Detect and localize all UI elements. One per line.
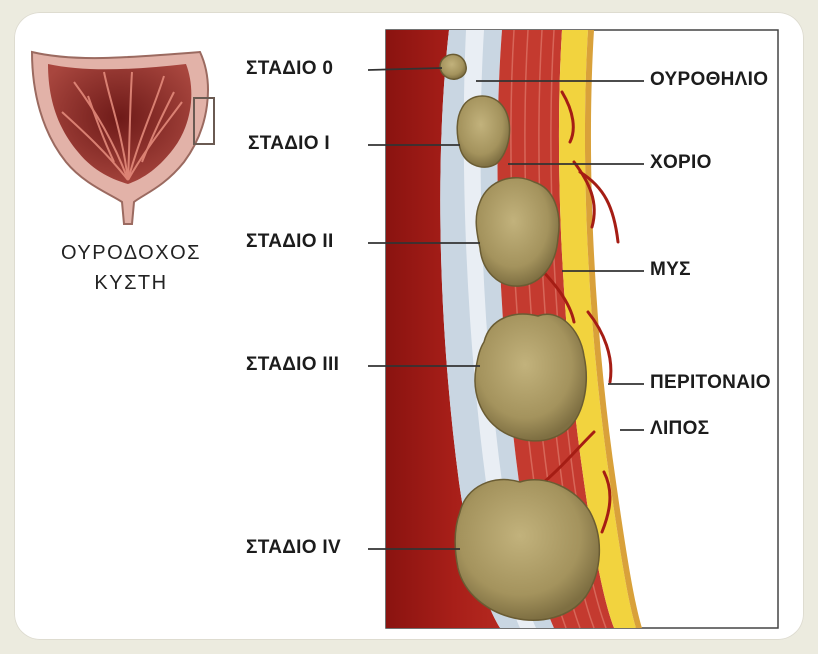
layer-lamina-label: ΧΟΡΙΟ (650, 152, 712, 174)
stage-1-label: ΣΤΑΔΙΟ Ι (248, 133, 330, 155)
bladder-title-line2: ΚΥΣΤΗ (36, 268, 226, 298)
stage-4-label: ΣΤΑΔΙΟ ΙV (246, 537, 341, 559)
layer-fat-label: ΛΙΠΟΣ (650, 418, 709, 440)
diagram-card: ΟΥΡΟΔΟΧΟΣ ΚΥΣΤΗ ΣΤΑΔΙΟ 0 ΣΤΑΔΙΟ Ι ΣΤΑΔΙΟ… (14, 12, 804, 640)
stage-2-label: ΣΤΑΔΙΟ ΙΙ (246, 231, 334, 253)
layer-muscle-label: ΜΥΣ (650, 259, 691, 281)
tumor-stage-2 (476, 178, 559, 286)
bladder-title-line1: ΟΥΡΟΔΟΧΟΣ (36, 238, 226, 268)
diagram-graphics (14, 12, 804, 640)
stage-0-label: ΣΤΑΔΙΟ 0 (246, 58, 333, 80)
tumor-stage-4 (455, 480, 599, 621)
layer-urothelium-label: ΟΥΡΟΘΗΛΙΟ (650, 69, 768, 91)
layer-peritoneum-label: ΠΕΡΙΤΟΝΑΙΟ (650, 372, 771, 394)
stage-3-label: ΣΤΑΔΙΟ ΙΙΙ (246, 354, 339, 376)
tumor-stage-3 (475, 314, 586, 441)
bladder-illustration (32, 52, 214, 224)
bladder-title: ΟΥΡΟΔΟΧΟΣ ΚΥΣΤΗ (36, 238, 226, 298)
tumor-stage-1 (457, 96, 509, 167)
tumor-stage-0 (440, 54, 466, 79)
